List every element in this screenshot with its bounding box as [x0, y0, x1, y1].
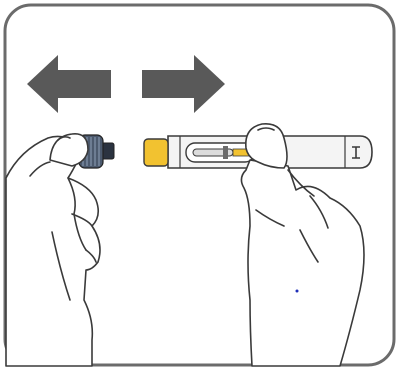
- right-hand: [240, 122, 365, 367]
- pen-tip-yellow: [143, 138, 169, 167]
- arrow-left-icon: [27, 55, 111, 113]
- blue-dot: [295, 289, 299, 293]
- arrow-right-icon: [142, 55, 225, 113]
- left-hand: [5, 133, 101, 367]
